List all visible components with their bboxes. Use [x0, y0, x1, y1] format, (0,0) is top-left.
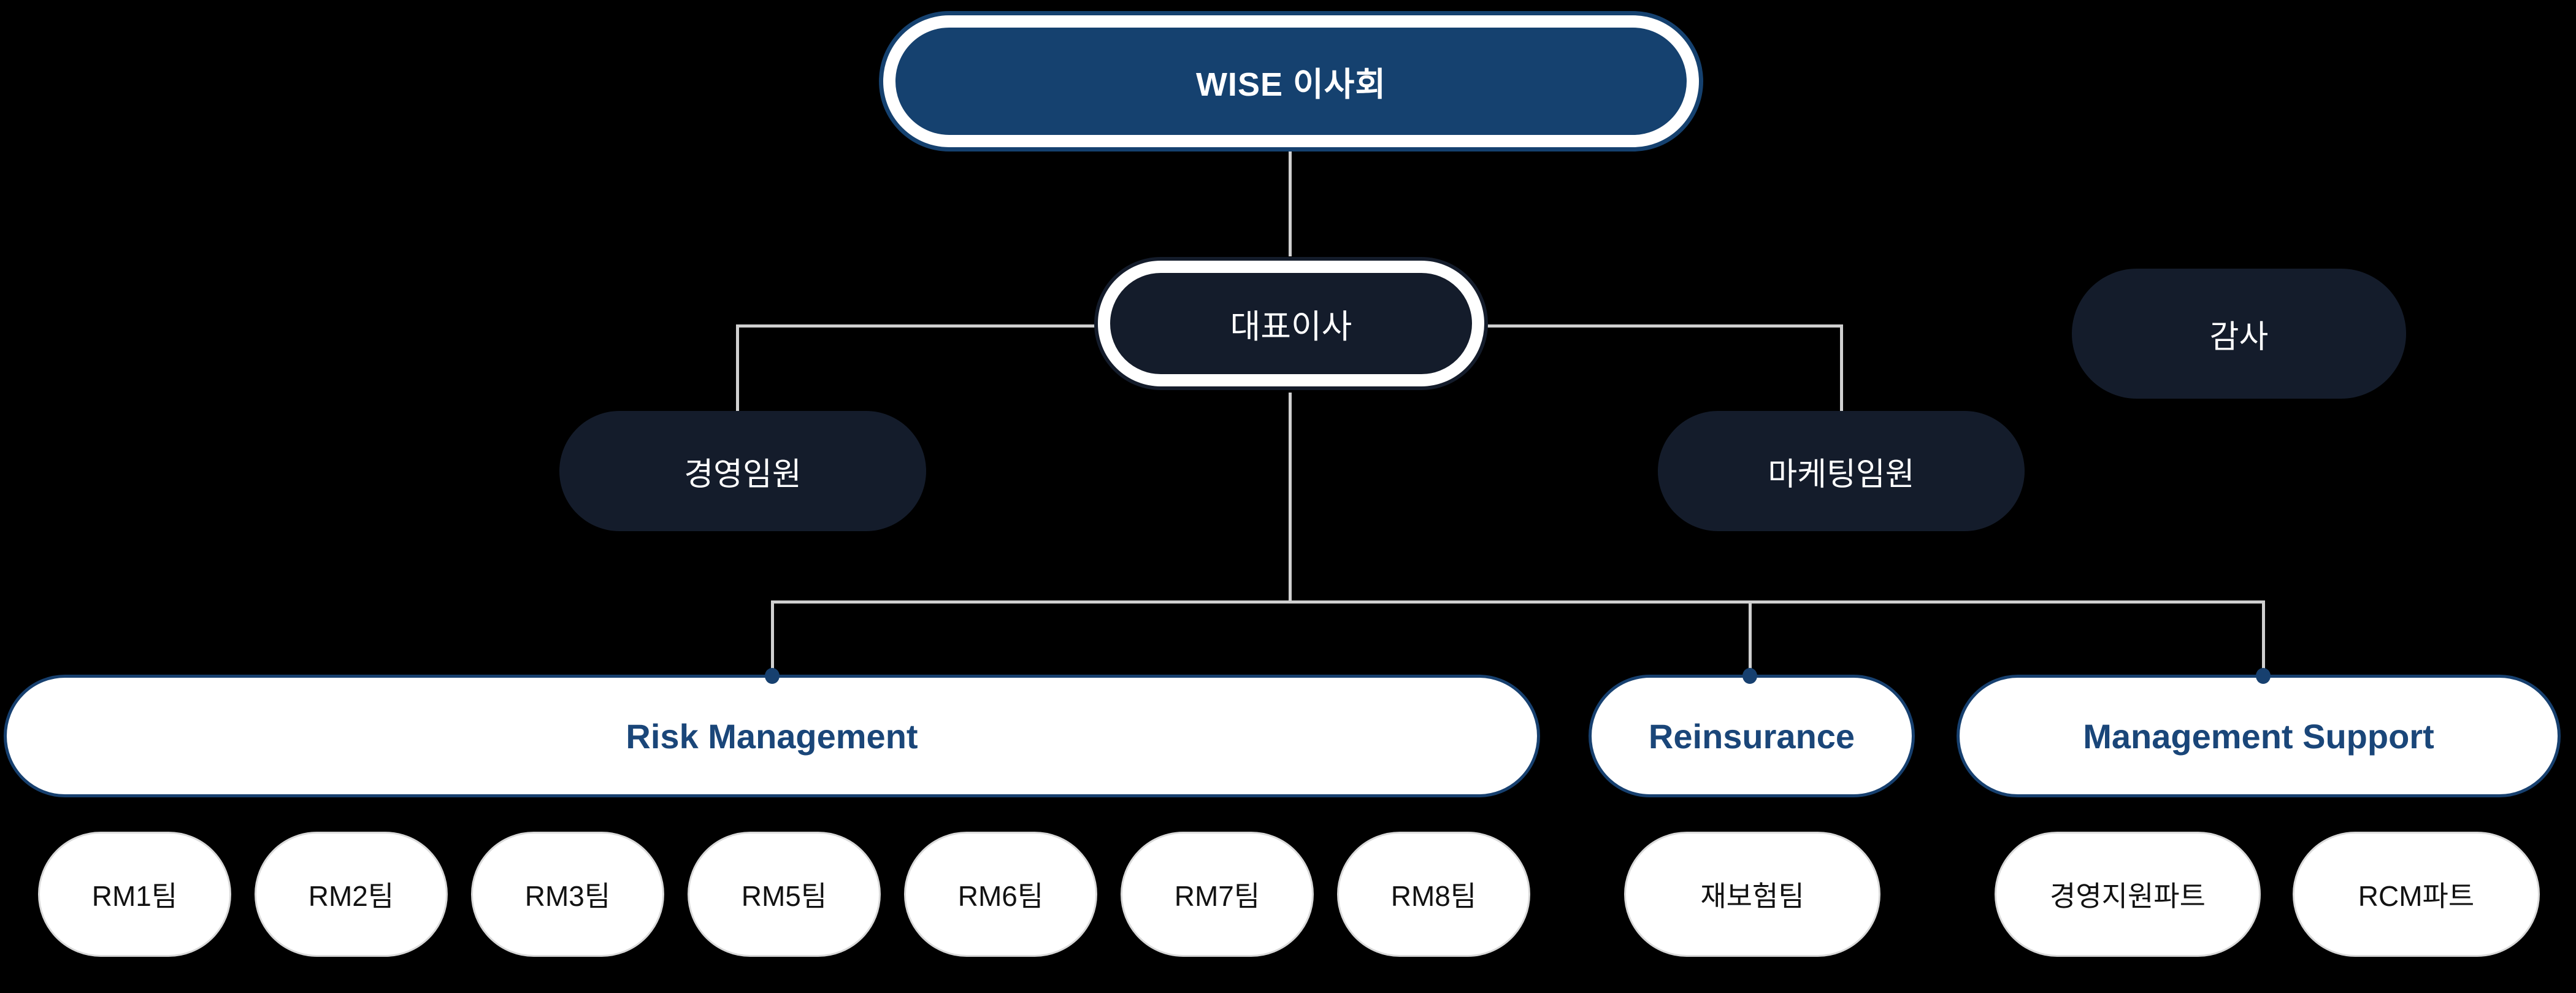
node-team-rm1: RM1팀: [38, 832, 231, 957]
node-team-rm7-label: RM7팀: [1174, 880, 1260, 912]
node-team-rm6-label: RM6팀: [957, 880, 1044, 912]
node-team-rm7: RM7팀: [1121, 832, 1314, 957]
node-marketing-executive: 마케팅임원: [1658, 411, 2025, 531]
node-ceo: 대표이사: [1098, 261, 1484, 386]
anchor-dot-reinsurance: [1742, 668, 1757, 684]
node-team-rm6: RM6팀: [904, 832, 1097, 957]
node-board-label: WISE 이사회: [1195, 66, 1387, 103]
connector-to-management-support: [2262, 600, 2265, 677]
node-ceo-label: 대표이사: [1230, 309, 1352, 345]
node-team-rm2-label: RM2팀: [308, 880, 394, 912]
node-division-reinsurance-label: Reinsurance: [1648, 716, 1855, 756]
node-team-reinsurance: 재보험팀: [1624, 832, 1880, 957]
node-team-rm1-label: RM1팀: [91, 880, 178, 912]
node-management-executive: 경영임원: [559, 411, 926, 531]
node-team-reinsurance-label: 재보험팀: [1700, 880, 1804, 912]
node-division-management-support-label: Management Support: [2083, 716, 2434, 756]
node-team-rcm-part-label: RCM파트: [2358, 880, 2475, 912]
node-division-risk-management-label: Risk Management: [626, 716, 918, 756]
node-team-rm5-label: RM5팀: [741, 880, 827, 912]
node-marketing-executive-label: 마케팅임원: [1768, 456, 1915, 493]
node-team-rm8: RM8팀: [1337, 832, 1530, 957]
node-division-reinsurance: Reinsurance: [1589, 675, 1915, 797]
anchor-dot-risk-management: [765, 668, 780, 684]
node-board: WISE 이사회: [883, 15, 1699, 147]
node-team-management-support-part-label: 경영지원파트: [2050, 880, 2206, 912]
node-team-management-support-part: 경영지원파트: [1995, 832, 2261, 957]
node-team-rm3: RM3팀: [471, 832, 664, 957]
node-team-rm5: RM5팀: [688, 832, 881, 957]
connector-to-reinsurance: [1749, 600, 1752, 677]
connector-to-risk-management: [771, 600, 774, 677]
connector-to-management-executive: [736, 324, 739, 412]
node-auditor: 감사: [2072, 269, 2406, 399]
node-team-rm2: RM2팀: [255, 832, 448, 957]
node-auditor-label: 감사: [2209, 319, 2269, 355]
connector-divisions-horizontal: [771, 600, 2265, 604]
node-team-rcm-part: RCM파트: [2293, 832, 2540, 957]
node-team-rm8-label: RM8팀: [1390, 880, 1477, 912]
anchor-dot-management-support: [2256, 668, 2271, 684]
node-division-management-support: Management Support: [1957, 675, 2561, 797]
connector-to-marketing-executive: [1840, 324, 1843, 412]
connector-board-to-ceo: [1289, 146, 1292, 256]
node-management-executive-label: 경영임원: [684, 456, 802, 493]
node-division-risk-management: Risk Management: [4, 675, 1540, 797]
node-team-rm3-label: RM3팀: [524, 880, 611, 912]
connector-ceo-down: [1289, 393, 1292, 602]
